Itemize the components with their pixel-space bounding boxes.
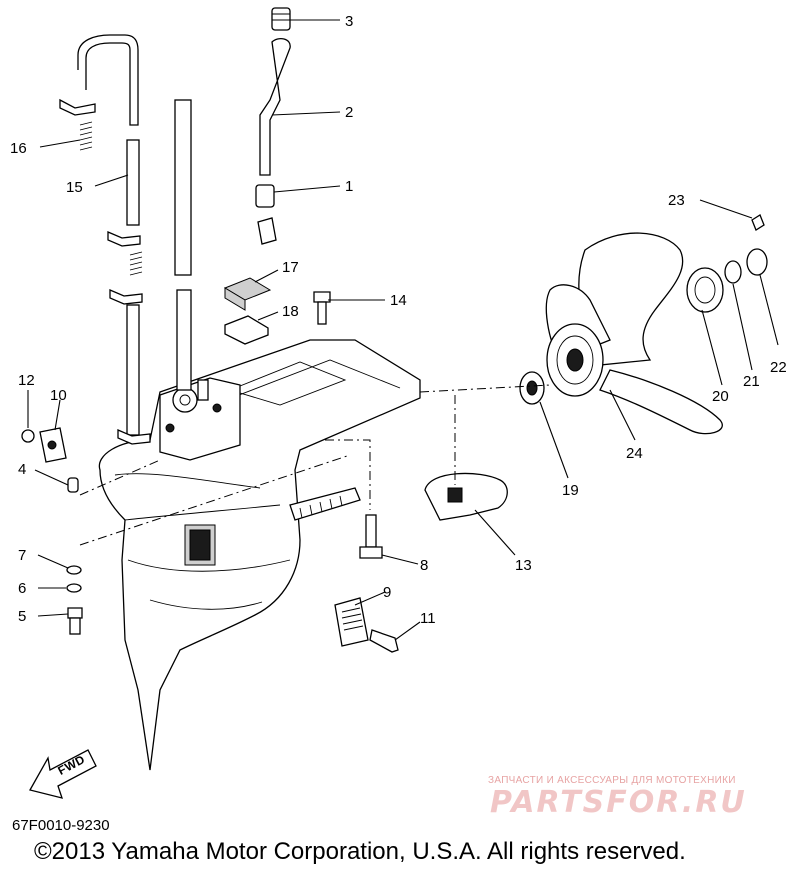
callout-8: 8 — [420, 557, 428, 574]
propeller-assembly — [519, 214, 768, 435]
callout-11: 11 — [420, 610, 436, 627]
leader-lines — [27, 19, 779, 641]
callout-2: 2 — [345, 104, 353, 121]
copyright-notice: ©2013 Yamaha Motor Corporation, U.S.A. A… — [34, 838, 686, 865]
watermark-tagline: ЗАПЧАСТИ И АКСЕССУАРЫ ДЛЯ МОТОТЕХНИКИ — [488, 775, 736, 786]
shift-rod-parts — [255, 7, 291, 245]
callout-18: 18 — [282, 303, 299, 320]
callout-13: 13 — [515, 557, 532, 574]
callout-15: 15 — [66, 179, 83, 196]
callout-22: 22 — [770, 359, 787, 376]
grommet-and-bolt-parts — [223, 277, 331, 345]
drawing-code: 67F0010-9230 — [12, 817, 110, 834]
alignment-lines — [79, 384, 551, 546]
lower-casing — [98, 99, 421, 771]
fwd-arrow — [29, 749, 97, 799]
left-small-parts — [21, 427, 83, 635]
callout-5: 5 — [18, 608, 26, 625]
callout-4: 4 — [18, 461, 26, 478]
callout-numbers: 3 2 1 16 15 17 18 14 12 10 4 7 6 5 8 9 1… — [10, 13, 787, 627]
callout-24: 24 — [626, 445, 643, 462]
callout-10: 10 — [50, 387, 67, 404]
callout-14: 14 — [390, 292, 407, 309]
callout-21: 21 — [743, 373, 760, 390]
watermark-logo: PARTSFOR.RU — [490, 785, 747, 820]
anode-and-trim-parts — [334, 472, 508, 653]
callout-20: 20 — [712, 388, 729, 405]
callout-6: 6 — [18, 580, 26, 597]
callout-7: 7 — [18, 547, 26, 564]
water-tube — [59, 34, 151, 445]
callout-17: 17 — [282, 259, 299, 276]
callout-1: 1 — [345, 178, 353, 195]
callout-16: 16 — [10, 140, 27, 157]
callout-19: 19 — [562, 482, 579, 499]
callout-12: 12 — [18, 372, 35, 389]
callout-3: 3 — [345, 13, 353, 30]
callout-9: 9 — [383, 584, 391, 601]
callout-23: 23 — [668, 192, 685, 209]
